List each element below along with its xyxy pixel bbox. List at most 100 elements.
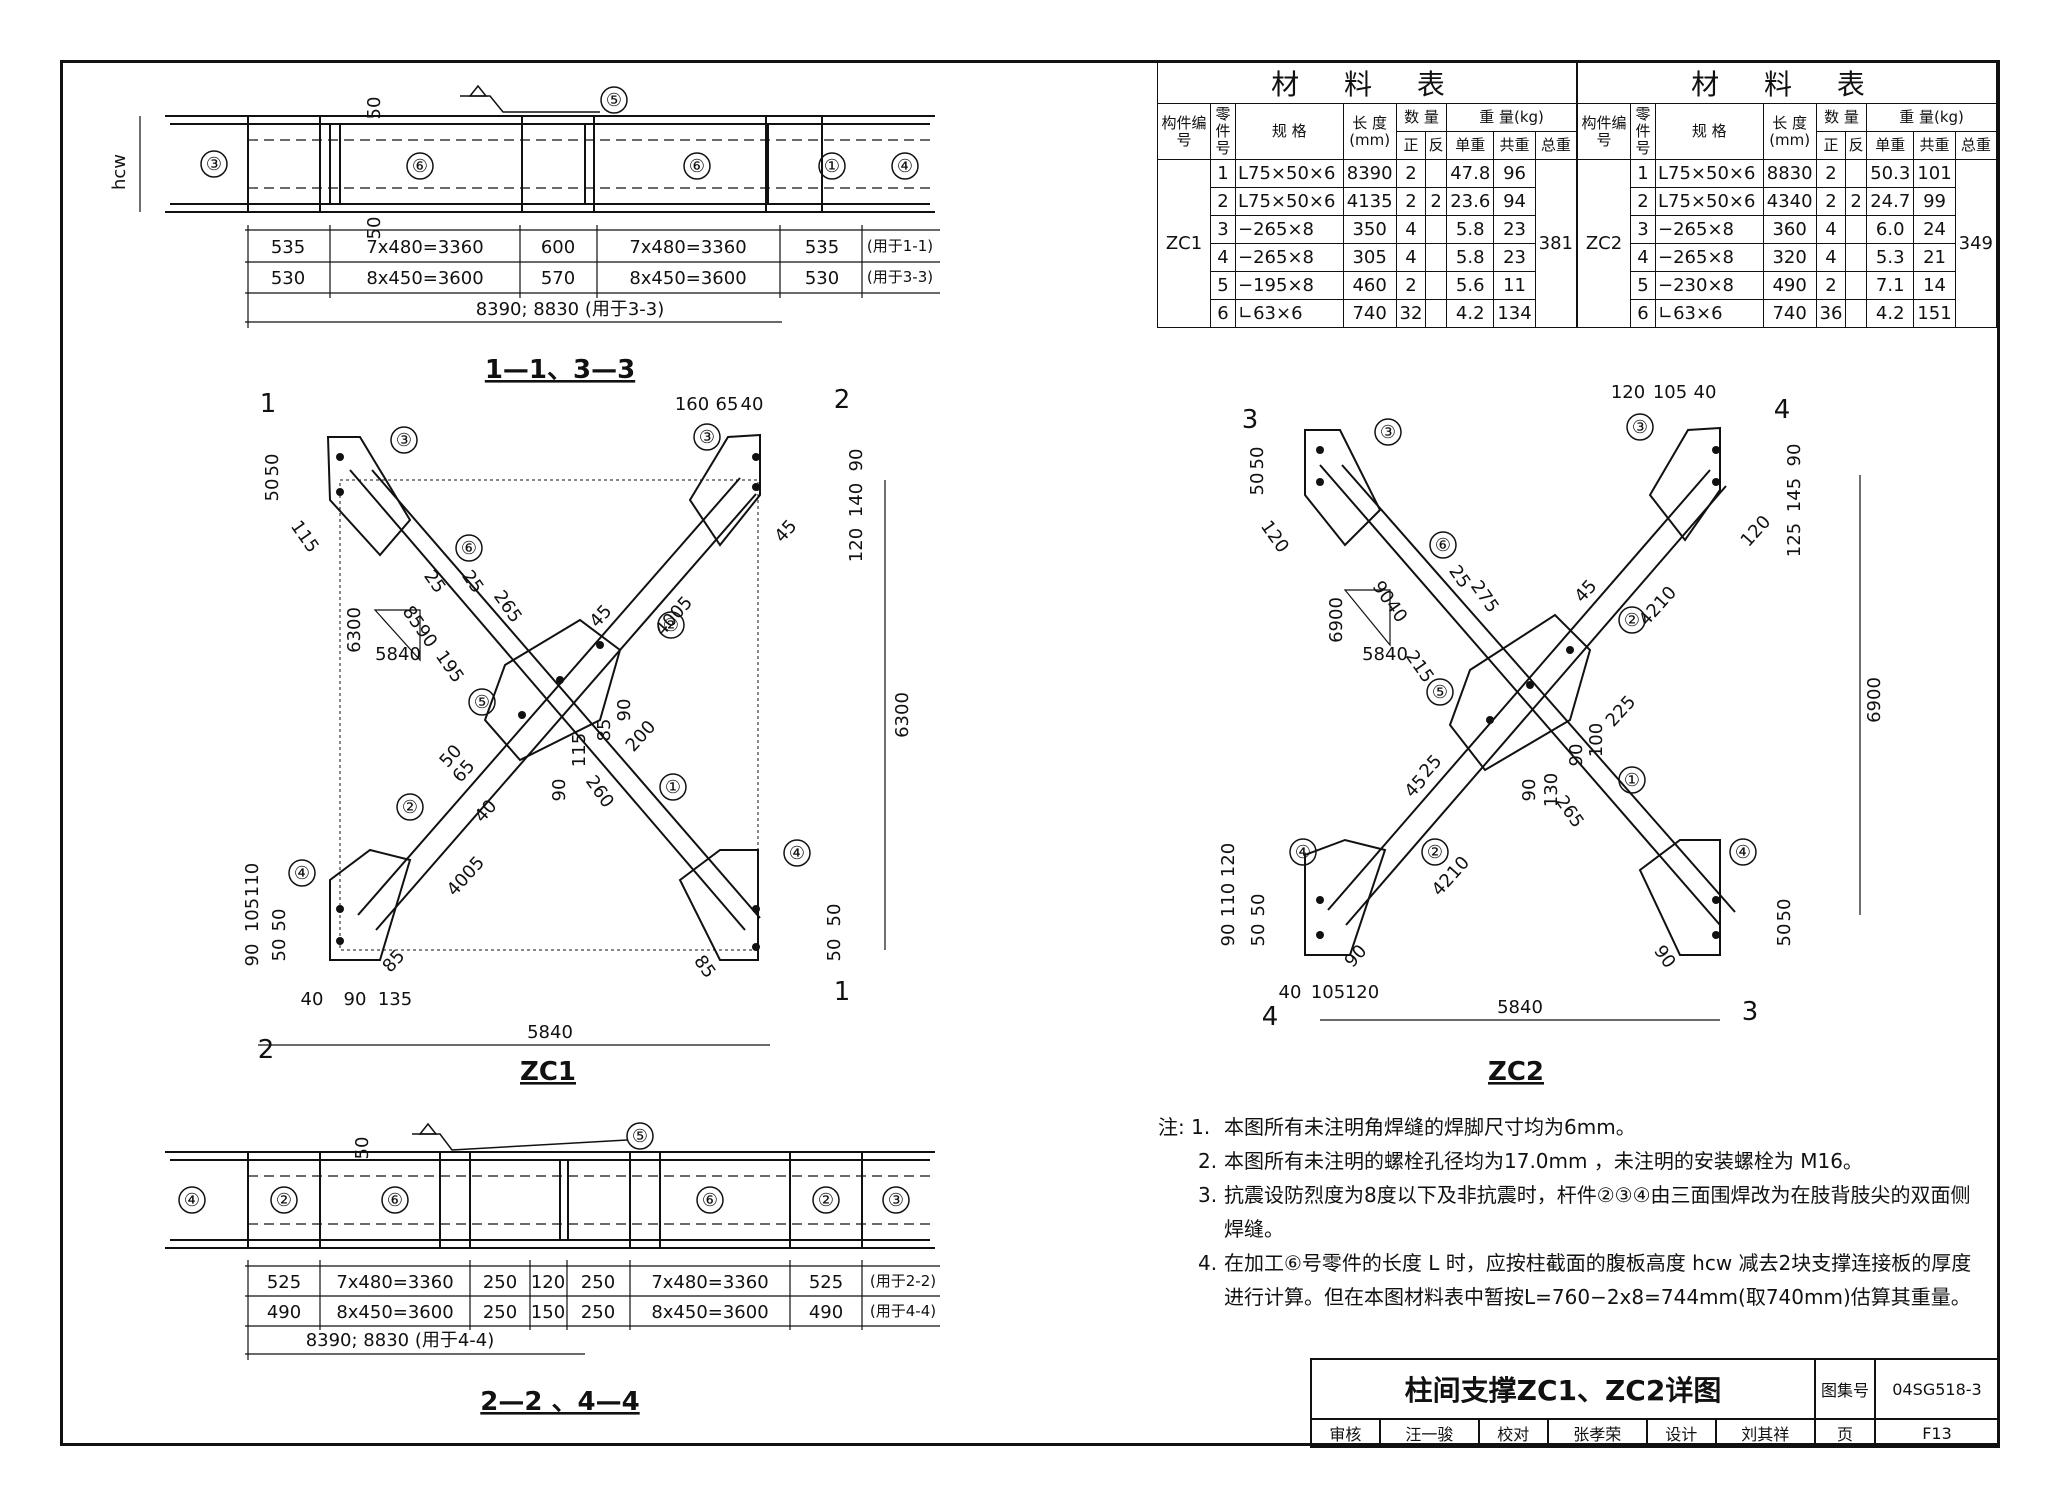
cell: 94 [1493,187,1536,216]
dim-label: 8x450=3600 [651,1302,768,1323]
checker: 张孝荣 [1546,1418,1648,1448]
cell: 740 [1762,299,1817,328]
designer: 刘其祥 [1714,1418,1817,1448]
section-1-1-callouts: ③ ⑥ ⑥ ① ④ ⑤ [200,84,919,180]
dim-note: (用于2-2) [870,1272,936,1290]
hdr-length: 长 度(mm) [1342,103,1397,160]
cell: 24 [1913,215,1956,244]
cell: 36 [1815,299,1847,328]
hdr-qty-pos: 正 [1395,131,1427,160]
part-callout-3: ③ [888,1190,904,1211]
member-id: ZC2 [1577,159,1631,328]
cell: 3 [1630,215,1656,244]
part-callout-6: ⑥ [689,156,705,177]
title-block: 柱间支撑ZC1、ZC2详图 图集号 04SG518-3 审核 汪一骏 校对 张孝… [1310,1358,2000,1448]
cell: 5 [1630,271,1656,300]
dim-left: 50 [262,454,283,477]
part-callout-4: ④ [294,863,310,884]
dim-misc: 265 [489,587,526,627]
part-callout-3: ③ [1380,422,1396,443]
cell: 4 [1395,243,1427,272]
cell: ∟63×6 [1235,299,1344,328]
dim-label: 50 [352,1137,373,1160]
part-callout-1: ① [1624,770,1640,791]
dim-top: 160 [675,394,709,415]
dim-note: (用于1-1) [867,237,933,255]
section-mark: 3 [1242,405,1259,435]
cell: 50.3 [1866,159,1915,188]
zc2-title: ZC2 [1488,1057,1544,1087]
cell: 350 [1342,215,1397,244]
drawing-title: 柱间支撑ZC1、ZC2详图 [1310,1358,1816,1420]
cell: 23.6 [1446,187,1495,216]
dim-top: 65 [716,394,739,415]
dim-width-small: 5840 [1362,644,1408,665]
review-label: 审核 [1310,1418,1381,1448]
part-callout-1: ① [665,777,681,798]
cell: 6 [1210,299,1236,328]
note-num: 3. [1198,1183,1218,1207]
section-2-2 [165,1151,940,1360]
dim-bottom: 40 [1279,982,1302,1003]
cell: −265×8 [1235,215,1344,244]
dim-bl: 90 [242,944,263,967]
part-callout-3: ③ [206,154,222,175]
dim-bl: 50 [269,909,290,932]
cell: 14 [1913,271,1956,300]
hdr-unit-weight: 单重 [1866,131,1915,160]
dim-bottom: 105 [1311,982,1345,1003]
dim-left: 50 [1247,473,1268,496]
cell: −265×8 [1235,243,1344,272]
dim-label: 530 [271,268,305,289]
cell: 5.8 [1446,243,1495,272]
note-item: 注: 1.本图所有未注明角焊缝的焊脚尺寸均为6mm。 [1158,1110,1988,1144]
section-mark: 4 [1262,1002,1279,1032]
hdr-length: 长 度(mm) [1762,103,1817,160]
hdr-qty: 数 量 [1395,103,1448,132]
dim-right: 90 [1784,444,1805,467]
part-callout-4: ④ [1295,842,1311,863]
dim-label: 570 [541,268,575,289]
atlas-number: 04SG518-3 [1874,1358,2000,1420]
cell: 3 [1210,215,1236,244]
cell: ∟63×6 [1655,299,1764,328]
cell: L75×50×6 [1655,159,1764,188]
dim-top: 120 [1611,382,1645,403]
note-lead: 注: 1. [1158,1115,1211,1139]
part-callout-4: ④ [897,156,913,177]
cell: 5 [1210,271,1236,300]
dim-misc: 200 [622,717,661,757]
dim-right: 145 [1784,478,1805,512]
dim-misc: 25 [457,566,487,597]
dim-label: 490 [809,1302,843,1323]
note-num: 4. [1198,1251,1218,1275]
part-callout-6: ⑥ [1435,535,1451,556]
dim-label: 8x450=3600 [336,1302,453,1323]
hdr-weight: 重 量(kg) [1446,103,1577,132]
cell: 96 [1493,159,1536,188]
cell: 23 [1493,215,1536,244]
material-table-zc1: 材 料 表 构件编号 零件号 规 格 长 度(mm) 数 量 重 量(kg) 正… [1157,62,1578,328]
dim-misc: 45 [770,516,801,547]
dim-label: 7x480=3360 [651,1272,768,1293]
part-callout-5: ⑤ [1432,682,1448,703]
dim-misc: 50 [824,904,845,927]
dim-misc: 90 [614,699,635,722]
note-text: 在加工⑥号零件的长度 L 时，应按柱截面的腹板高度 hcw 减去2块支撑连接板的… [1224,1251,1972,1309]
dim-label: 150 [531,1302,565,1323]
dim-misc: 115 [569,733,590,767]
dim-bl: 90 [1218,924,1239,947]
cell: 11 [1493,271,1536,300]
cell: 740 [1342,299,1397,328]
part-callout-2: ② [276,1190,292,1211]
dim-right: 140 [846,483,867,517]
reviewer: 汪一骏 [1378,1418,1480,1448]
section-1-1 [139,115,940,328]
hdr-part: 零件号 [1210,103,1236,160]
part-callout-5: ⑤ [606,90,622,111]
